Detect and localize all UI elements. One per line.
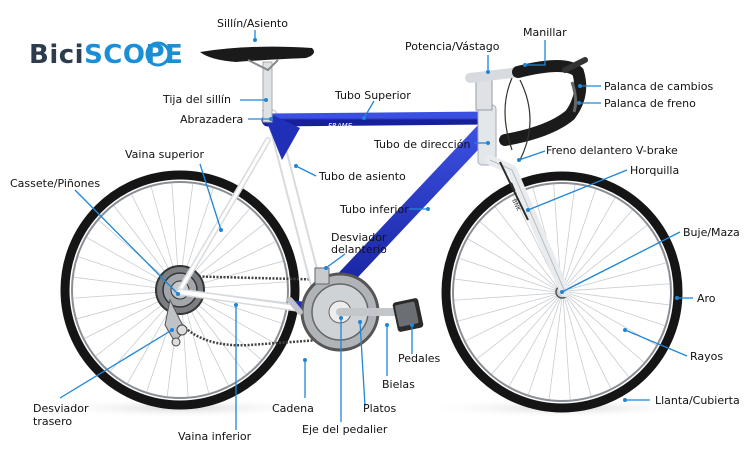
label-bielas: Bielas — [382, 378, 415, 391]
label-tubo-inferior: Tubo inferior — [339, 203, 409, 216]
spoke — [457, 293, 557, 322]
spoke — [567, 292, 665, 326]
spoke — [562, 189, 596, 287]
label-horquilla: Horquilla — [630, 164, 679, 177]
crank-and-pedal — [287, 297, 424, 332]
spoke — [565, 225, 648, 289]
spoke — [565, 295, 629, 378]
label-desviador-delantero-1: Desviador — [331, 231, 387, 244]
frame-top-text: FRAME — [328, 122, 353, 130]
spoke — [454, 292, 557, 301]
spoke — [563, 297, 592, 397]
spoke — [467, 238, 557, 291]
label-platos: Platos — [363, 402, 396, 415]
spoke — [548, 297, 563, 400]
front-wheel — [441, 171, 683, 413]
spoke — [465, 294, 558, 342]
spoke — [454, 278, 557, 293]
spoke — [508, 297, 561, 387]
spoke — [491, 296, 559, 375]
spoke — [476, 295, 559, 359]
spoke — [561, 184, 576, 287]
label-rayos: Rayos — [690, 350, 723, 363]
leader-lines — [59, 30, 693, 430]
label-eje-pedalier: Eje del pedalier — [302, 423, 388, 436]
spoke — [567, 262, 667, 291]
spoke — [562, 297, 571, 400]
label-buje: Buje/Maza — [683, 226, 740, 239]
spoke — [459, 258, 557, 292]
label-vaina-superior: Vaina superior — [125, 148, 204, 161]
spoke — [495, 206, 559, 289]
spoke — [563, 197, 616, 287]
labels: Sillín/Asiento Manillar Potencia/Vástago… — [10, 17, 740, 443]
label-abrazadera: Abrazadera — [180, 113, 243, 126]
label-desviador-trasero-2: trasero — [33, 415, 72, 428]
label-desviador-delantero-2: delanterio — [331, 243, 387, 256]
label-tubo-superior: Tubo Superior — [334, 89, 411, 102]
label-sillin: Sillín/Asiento — [217, 17, 288, 30]
label-pedales: Pedales — [398, 352, 441, 365]
label-potencia: Potencia/Vástago — [405, 40, 500, 53]
spoke — [567, 291, 670, 306]
label-palanca-freno: Palanca de freno — [604, 97, 696, 110]
label-freno-delantero: Freno delantero V-brake — [546, 144, 678, 157]
spoke — [479, 221, 558, 289]
label-manillar: Manillar — [523, 26, 567, 39]
label-cassete: Cassete/Piñones — [10, 177, 100, 190]
label-tija: Tija del sillín — [162, 93, 231, 106]
logo-target-icon — [145, 41, 171, 67]
saddle — [200, 46, 314, 123]
spoke — [566, 295, 645, 363]
label-desviador-trasero-1: Desviador — [33, 402, 89, 415]
spoke — [564, 296, 612, 389]
logo-text-bici: Bici — [29, 40, 85, 70]
label-tubo-direccion: Tubo de dirección — [373, 138, 470, 151]
fork — [485, 155, 570, 297]
front-derailleur — [314, 267, 330, 285]
label-tubo-asiento: Tubo de asiento — [318, 170, 406, 183]
spoke — [567, 283, 670, 292]
cockpit — [465, 57, 588, 161]
label-cadena: Cadena — [272, 402, 314, 415]
label-palanca-cambios: Palanca de cambios — [604, 80, 713, 93]
label-vaina-inferior: Vaina inferior — [178, 430, 252, 443]
label-llanta: Llanta/Cubierta — [655, 394, 740, 407]
spoke — [528, 297, 562, 395]
label-aro: Aro — [697, 292, 716, 305]
spoke — [565, 209, 633, 288]
